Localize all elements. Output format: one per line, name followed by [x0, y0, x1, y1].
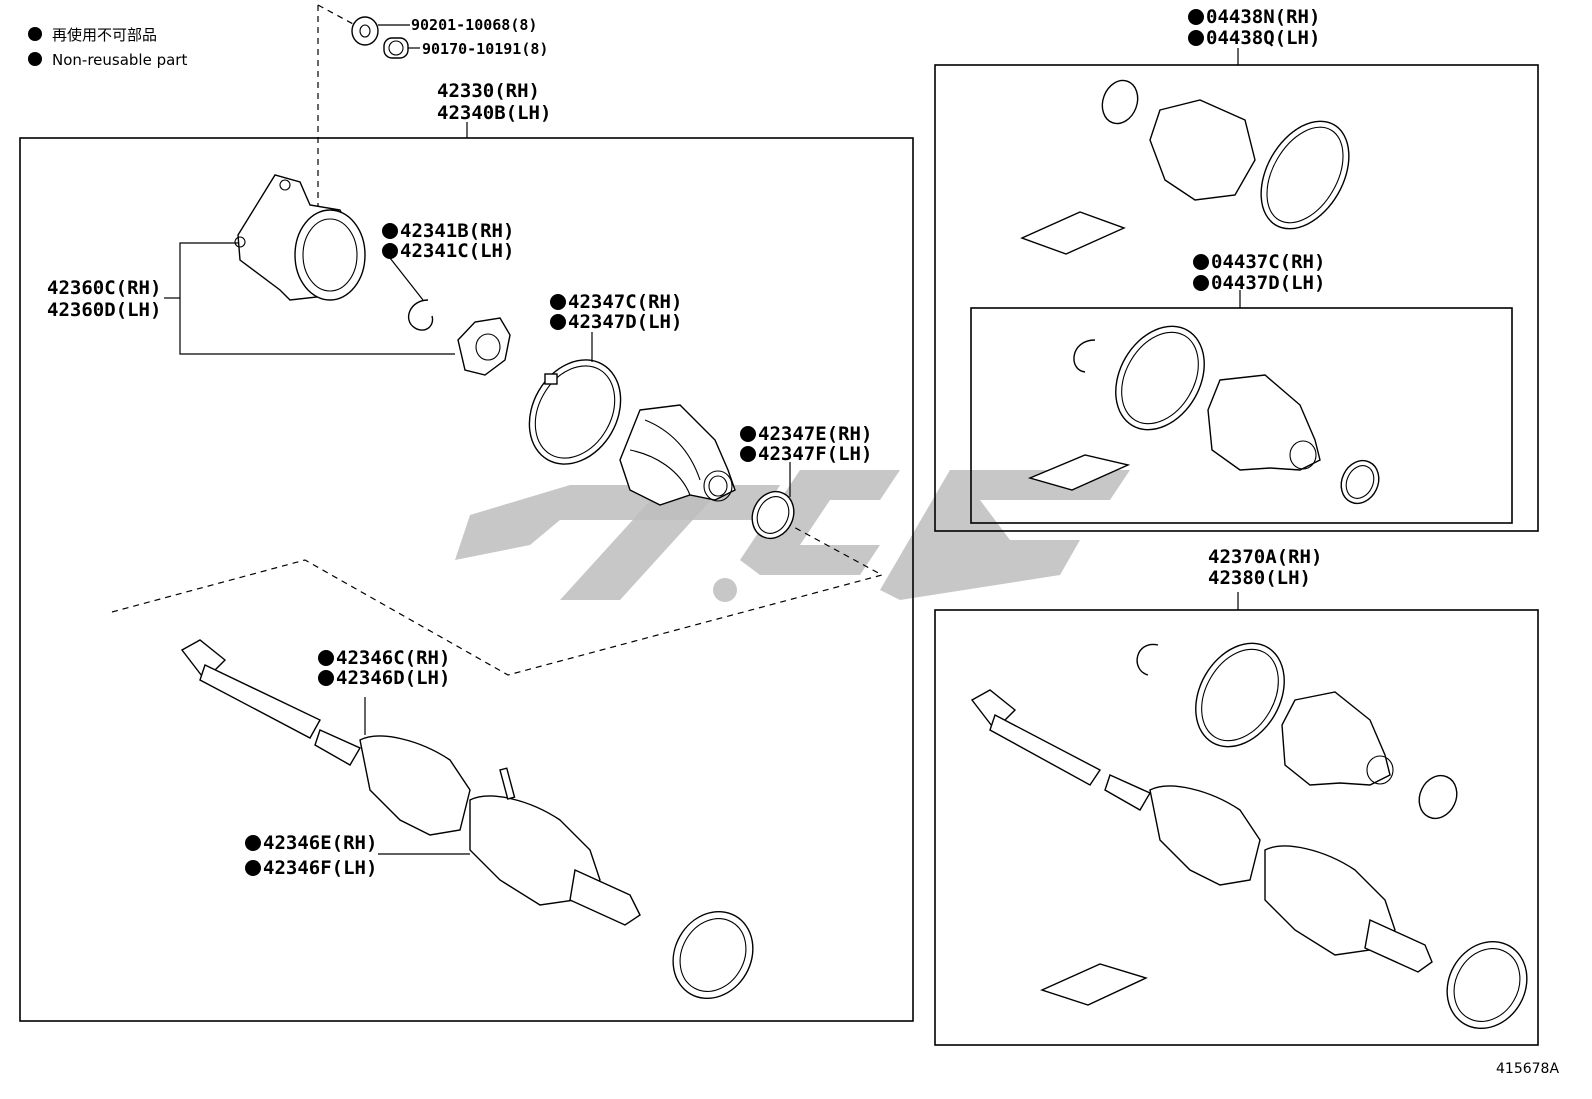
part-number-bolt-a: 90201-10068(8): [411, 16, 537, 34]
alt-assy-number-rh: 42370A(RH): [1208, 546, 1322, 568]
non-reusable-bullet-icon: [740, 426, 756, 442]
assy-number-lh: 42340B(LH): [437, 102, 551, 124]
inner-boot-kit-number-lh: 04437D(LH): [1211, 272, 1325, 294]
tripod-joint: [457, 317, 511, 376]
non-reusable-bullet-icon: [382, 223, 398, 239]
snap-ring-icon: [1136, 643, 1159, 676]
grease-pack-icon: [1027, 454, 1131, 491]
snap-ring-number-rh: 42341B(RH): [400, 220, 514, 242]
non-reusable-bullet-icon: [1188, 9, 1204, 25]
non-reusable-bullet-icon: [28, 27, 42, 41]
small-clamp-number-rh: 42347E(RH): [758, 423, 872, 445]
legend-line-1: 再使用不可部品: [52, 26, 157, 44]
outer-boot-kit-number-rh: 04438N(RH): [1206, 6, 1320, 28]
outer-boot-kit-frame: [934, 64, 1539, 532]
clamp-icon: [1115, 325, 1205, 431]
outer-boot-icon: [1149, 99, 1256, 201]
clamp-icon: [1195, 642, 1285, 748]
inboard-boot: [619, 404, 736, 506]
watermark-logo: [455, 470, 1130, 602]
non-reusable-bullet-icon: [28, 52, 42, 66]
outer-boot-kit-number-lh: 04438Q(LH): [1206, 27, 1320, 49]
non-reusable-bullet-icon: [318, 670, 334, 686]
inner-boot-kit-frame: [970, 307, 1513, 524]
boot-clamp-number-lh: 42347D(LH): [568, 311, 682, 333]
large-boot-clamp: [528, 359, 622, 465]
non-reusable-bullet-icon: [740, 446, 756, 462]
damper-number-lh: 42346D(LH): [336, 667, 450, 689]
large-clamp-icon: [1260, 120, 1350, 230]
inner-boot-kit-number-rh: 04437C(RH): [1211, 251, 1325, 273]
non-reusable-bullet-icon: [1188, 30, 1204, 46]
shaft-number-rh: 42346E(RH): [263, 832, 377, 854]
nut-icon: [351, 16, 379, 46]
kit-outline-dashed: [111, 524, 884, 676]
figure-id: 415678A: [1496, 1061, 1559, 1077]
outer-joint-number-rh: 42360C(RH): [47, 277, 161, 299]
dust-seal-icon: [1446, 940, 1528, 1030]
alt-drive-shaft: [970, 689, 1433, 973]
small-clamp-icon: [1340, 459, 1380, 505]
inner-boot-icon: [1281, 691, 1391, 786]
non-reusable-bullet-icon: [1193, 275, 1209, 291]
shaft-number-lh: 42346F(LH): [263, 857, 377, 879]
snap-ring-icon: [407, 299, 434, 331]
boot-clamp-number-rh: 42347C(RH): [568, 291, 682, 313]
clamp-icon: [1101, 79, 1139, 125]
assy-number-rh: 42330(RH): [437, 80, 540, 102]
legend-line-2: Non-reusable part: [52, 51, 187, 69]
small-clamp-number-lh: 42347F(LH): [758, 443, 872, 465]
non-reusable-bullet-icon: [550, 314, 566, 330]
outer-joint-housing: [234, 174, 366, 301]
legend: 再使用不可部品 Non-reusable part: [28, 26, 187, 69]
small-clamp-icon: [1418, 774, 1458, 820]
outer-joint-number-lh: 42360D(LH): [47, 299, 161, 321]
grease-pack-icon: [1040, 963, 1148, 1006]
snap-ring-number-lh: 42341C(LH): [400, 240, 514, 262]
part-number-bolt-b: 90170-10191(8): [422, 40, 548, 58]
snap-ring-icon: [1073, 339, 1096, 373]
fasteners-group: 90201-10068(8) 90170-10191(8): [317, 4, 548, 210]
non-reusable-bullet-icon: [245, 860, 261, 876]
alt-assembly-frame: [934, 609, 1539, 1046]
main-assembly-frame: [19, 137, 914, 1022]
damper-number-rh: 42346C(RH): [336, 647, 450, 669]
alt-assy-number-lh: 42380(LH): [1208, 567, 1311, 589]
inner-boot-icon: [1207, 374, 1321, 471]
non-reusable-bullet-icon: [245, 835, 261, 851]
drive-shaft: [180, 639, 641, 926]
grease-pack-icon: [1020, 211, 1126, 255]
dust-seal-icon: [672, 910, 754, 1000]
non-reusable-bullet-icon: [1193, 254, 1209, 270]
non-reusable-bullet-icon: [318, 650, 334, 666]
non-reusable-bullet-icon: [550, 294, 566, 310]
non-reusable-bullet-icon: [382, 243, 398, 259]
